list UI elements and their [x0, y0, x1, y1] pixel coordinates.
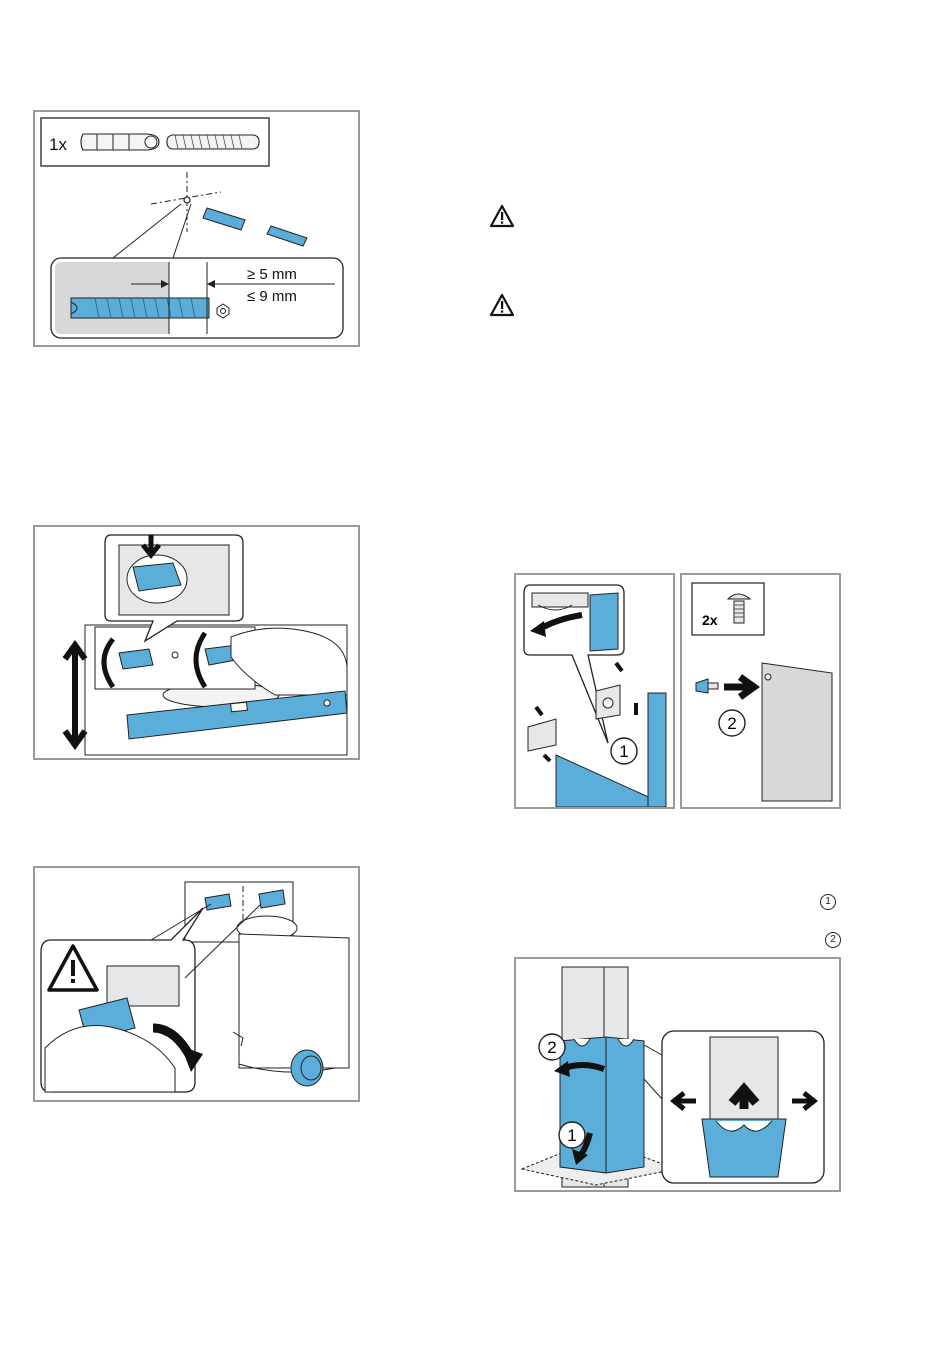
- min-depth-label: ≥ 5 mm: [247, 266, 297, 283]
- duct-step-1: 1: [567, 1126, 576, 1145]
- inline-step-2-marker: 2: [825, 932, 841, 948]
- knob-icon: [291, 1050, 323, 1086]
- dowel-icon: [81, 134, 159, 150]
- figure-bracket-left: 1: [514, 573, 675, 809]
- tighten-illustration: [35, 868, 358, 1100]
- screw-quantity-label: 2x: [702, 612, 718, 628]
- duct-step-2: 2: [547, 1038, 556, 1057]
- figure-wall-anchor: 1x: [33, 110, 360, 347]
- figure-leveling: [33, 525, 360, 760]
- figure-duct-cover: 2 1: [514, 957, 841, 1192]
- screw-icon: [167, 135, 259, 149]
- max-depth-label: ≤ 9 mm: [247, 288, 297, 305]
- warning-icon: [489, 204, 515, 228]
- wall-anchor-illustration: 1x: [35, 112, 358, 345]
- blue-dowel-icon: [203, 208, 307, 246]
- screw-illustration: 2x 2: [682, 575, 839, 807]
- warning-icon: [489, 293, 515, 317]
- leveling-illustration: [35, 527, 358, 758]
- bracket-step-1: 1: [619, 742, 628, 761]
- bracket-illustration: 1: [516, 575, 673, 807]
- figure-bracket-right: 2x 2: [680, 573, 841, 809]
- inline-step-1-marker: 1: [820, 894, 836, 910]
- figure-tighten: [33, 866, 360, 1102]
- bracket-step-2: 2: [727, 714, 736, 733]
- duct-illustration: 2 1: [516, 959, 839, 1190]
- anchor-quantity-label: 1x: [49, 135, 67, 154]
